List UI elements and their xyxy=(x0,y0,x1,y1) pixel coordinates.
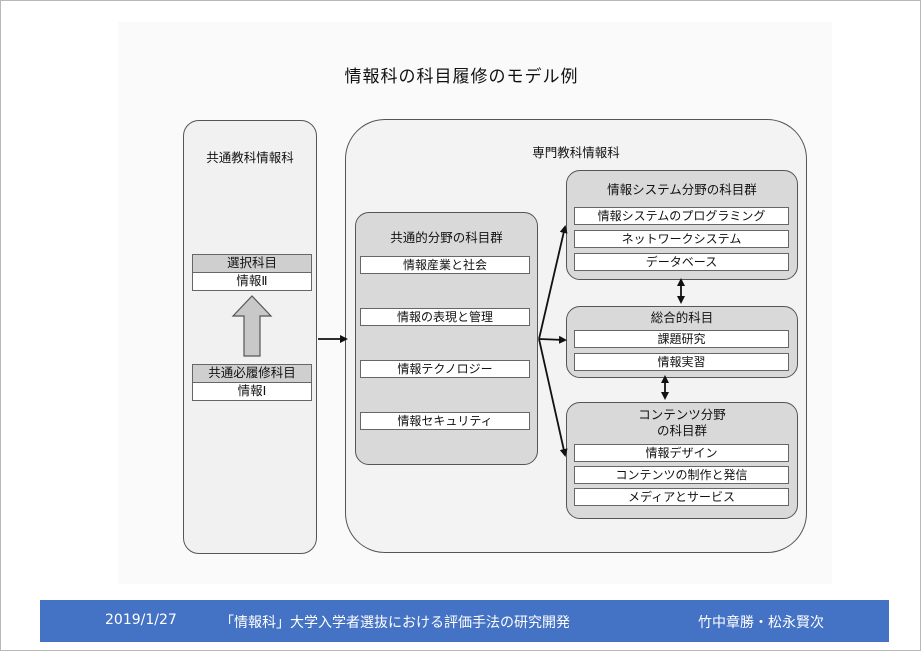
arrow-to-integrated xyxy=(538,335,567,344)
required-heading: 共通必履修科目 xyxy=(193,365,311,383)
course-item: メディアとサービス xyxy=(574,488,789,506)
course-item: ネットワークシステム xyxy=(574,230,789,248)
course-item: 情報デザイン xyxy=(574,444,789,462)
system-field-label: 情報システム分野の科目群 xyxy=(607,182,757,197)
course-item: 課題研究 xyxy=(574,330,789,348)
course-item: 情報テクノロジー xyxy=(360,360,530,378)
course-item: コンテンツの制作と発信 xyxy=(574,466,789,484)
hollow-up-arrow-icon xyxy=(231,295,273,357)
arrow-to-system xyxy=(538,225,568,340)
content-field-label-line2: の科目群 xyxy=(656,423,707,438)
course-item: 情報セキュリティ xyxy=(360,412,530,430)
required-course-box: 共通必履修科目 情報Ⅰ xyxy=(192,364,312,401)
diagram-title: 情報科の科目履修のモデル例 xyxy=(344,67,579,87)
course-item: 情報の表現と管理 xyxy=(360,308,530,326)
footer-title: 「情報科」大学入学者選抜における評価手法の研究開発 xyxy=(220,615,570,631)
integrated-label: 総合的科目 xyxy=(650,310,714,325)
course-item: 情報システムのプログラミング xyxy=(574,207,789,225)
common-subject-panel: 共通教科情報科 xyxy=(183,120,317,554)
arrow-to-content xyxy=(538,338,568,457)
course-item: 情報実習 xyxy=(574,353,789,371)
footer-bar: 2019/1/27 「情報科」大学入学者選抜における評価手法の研究開発 竹中章勝… xyxy=(40,600,889,642)
content-field-label-line1: コンテンツ分野 xyxy=(638,407,726,422)
shared-field-label: 共通的分野の科目群 xyxy=(390,230,503,245)
footer-date: 2019/1/27 xyxy=(105,612,177,628)
required-course: 情報Ⅰ xyxy=(193,383,311,400)
elective-heading: 選択科目 xyxy=(193,255,311,273)
elective-course: 情報Ⅱ xyxy=(193,273,311,290)
common-subject-label: 共通教科情報科 xyxy=(206,150,294,165)
course-item: データベース xyxy=(574,253,789,271)
elective-course-box: 選択科目 情報Ⅱ xyxy=(192,254,312,291)
course-item: 情報産業と社会 xyxy=(360,256,530,274)
specialized-subject-label: 専門教科情報科 xyxy=(532,145,620,160)
footer-authors: 竹中章勝・松永賢次 xyxy=(698,615,824,631)
